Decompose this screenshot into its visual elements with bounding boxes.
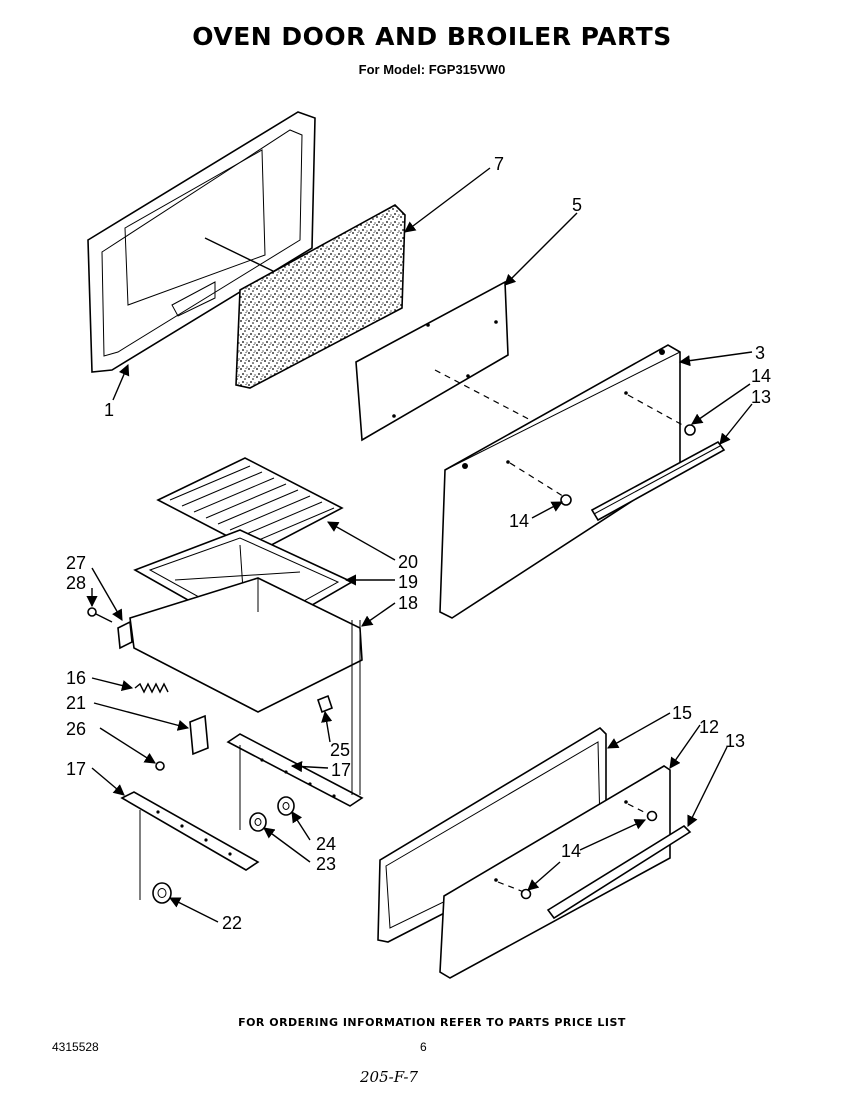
broiler-rail-part-17-left <box>120 791 260 871</box>
roller-part-22 <box>152 882 172 904</box>
callout-14-door-lower: 14 <box>509 511 529 531</box>
broiler-door-panel-part-12 <box>439 765 671 979</box>
callout-22: 22 <box>222 913 242 933</box>
spring-part-16 <box>134 682 169 694</box>
callout-7: 7 <box>494 154 504 174</box>
side-bracket-part-27 <box>87 607 133 650</box>
broiler-pan-part-18 <box>129 577 363 713</box>
callout-13-broiler: 13 <box>725 731 745 751</box>
insulation-part-7 <box>235 204 406 389</box>
screw-part-26 <box>155 761 165 771</box>
callout-5: 5 <box>572 195 582 215</box>
callout-24: 24 <box>316 834 336 854</box>
callout-17-left: 17 <box>66 759 86 779</box>
callout-27: 27 <box>66 553 86 573</box>
page-number: 6 <box>420 1040 427 1054</box>
callout-18: 18 <box>398 593 418 613</box>
door-handle-part-13 <box>590 440 726 522</box>
diagram-title: OVEN DOOR AND BROILER PARTS <box>192 22 672 51</box>
roller-part-23 <box>249 812 267 832</box>
ordering-info-note: FOR ORDERING INFORMATION REFER TO PARTS … <box>238 1016 626 1029</box>
callout-25: 25 <box>330 740 350 760</box>
model-subtitle: For Model: FGP315VW0 <box>358 62 506 77</box>
callout-21: 21 <box>66 693 86 713</box>
callout-20: 20 <box>398 552 418 572</box>
roller-part-24 <box>277 796 295 816</box>
callout-12: 12 <box>699 717 719 737</box>
callout-19: 19 <box>398 572 418 592</box>
callout-23: 23 <box>316 854 336 874</box>
handwritten-code: 205-F-7 <box>360 1068 419 1086</box>
inner-door-frame-part-1 <box>87 111 316 373</box>
callout-16: 16 <box>66 668 86 688</box>
callout-14-broiler: 14 <box>561 841 581 861</box>
callout-3: 3 <box>755 343 765 363</box>
callout-15: 15 <box>672 703 692 723</box>
callout-14-door: 14 <box>751 366 771 386</box>
callout-17-right: 17 <box>331 760 351 780</box>
latch-part-21 <box>189 714 209 756</box>
inner-panel-part-5 <box>355 280 541 442</box>
callout-1: 1 <box>104 400 114 420</box>
broiler-grid-part-20 <box>156 457 344 553</box>
clip-part-25 <box>317 694 333 714</box>
callout-26: 26 <box>66 719 86 739</box>
callout-13-door: 13 <box>751 387 771 407</box>
document-number: 4315528 <box>52 1040 99 1054</box>
broiler-handle-part-13 <box>546 824 692 920</box>
callout-28: 28 <box>66 573 86 593</box>
